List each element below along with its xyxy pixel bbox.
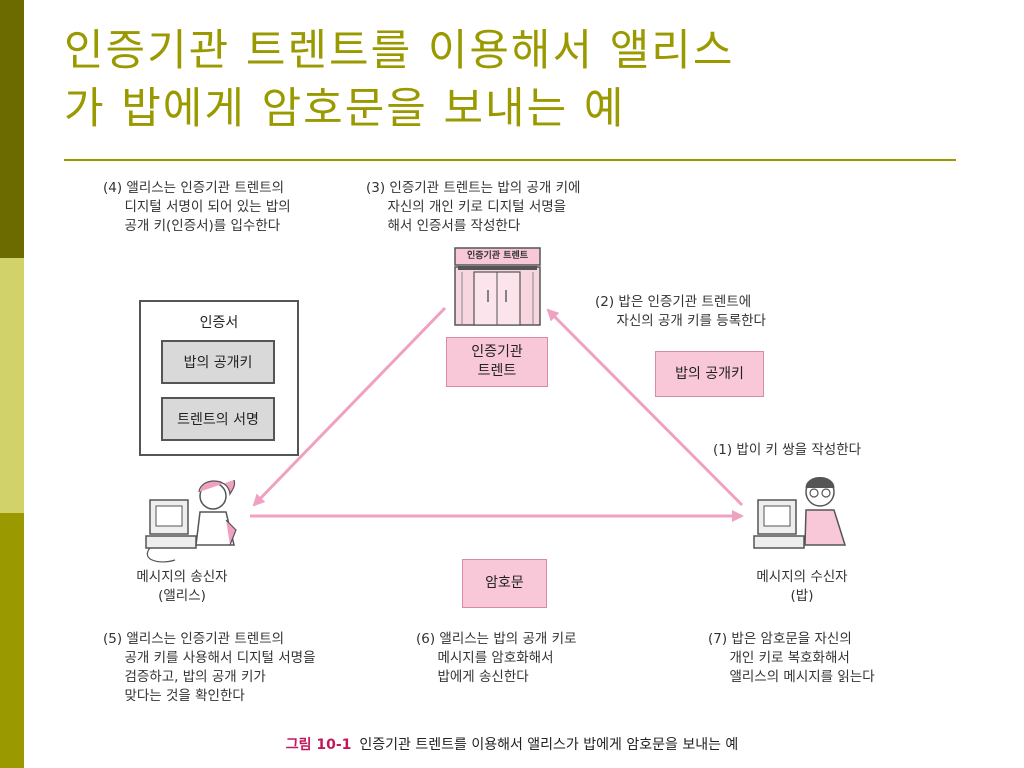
step-6-text: (6) 앨리스는 밥의 공개 키로 메시지를 암호화해서 밥에게 송신한다 xyxy=(416,631,577,685)
step-4-text: (4) 앨리스는 인증기관 트렌트의 디지털 서명이 되어 있는 밥의 공개 키… xyxy=(103,180,291,234)
step-5-text: (5) 앨리스는 인증기관 트렌트의 공개 키를 사용해서 디지털 서명을 검증… xyxy=(103,631,316,704)
receiver-label: 메시지의 수신자 (밥) xyxy=(756,569,848,604)
bob-icon xyxy=(753,477,847,549)
step-7-text: (7) 밥은 암호문을 자신의 개인 키로 복호화해서 앨리스의 메시지를 읽는… xyxy=(708,631,875,685)
sidebar-segment-middle xyxy=(0,258,24,513)
certificate-title: 인증서 xyxy=(199,315,239,331)
authority-building-icon xyxy=(454,247,541,326)
sender-label: 메시지의 송신자 (앨리스) xyxy=(136,569,228,604)
figure-caption: 그림 10-1 인증기관 트렌트를 이용해서 앨리스가 밥에게 암호문을 보내는 … xyxy=(0,734,1024,754)
slide-title-line1: 인증기관 트렌트를 이용해서 앨리스 xyxy=(64,26,735,76)
arrow-authority-to-alice xyxy=(252,306,447,507)
slide-title: 인증기관 트렌트를 이용해서 앨리스 가 밥에게 암호문을 보내는 예 xyxy=(64,22,984,138)
figure-number: 그림 10-1 xyxy=(285,737,352,753)
step-2-text: (2) 밥은 인증기관 트렌트에 자신의 공개 키를 등록한다 xyxy=(595,294,766,329)
authority-label-box: 인증기관 트렌트 xyxy=(446,337,548,387)
arrow-bob-to-authority xyxy=(546,308,744,507)
authority-sign-label: 인증기관 트렌트 xyxy=(466,251,529,261)
certificate-public-key: 밥의 공개키 xyxy=(161,340,275,384)
step-1-text: (1) 밥이 키 쌍을 작성한다 xyxy=(713,442,862,458)
sidebar-decoration xyxy=(0,0,24,768)
alice-icon xyxy=(145,479,237,563)
slide-title-line2: 가 밥에게 암호문을 보내는 예 xyxy=(64,84,626,134)
step-3-text: (3) 인증기관 트렌트는 밥의 공개 키에 자신의 개인 키로 디지털 서명을… xyxy=(366,180,581,234)
title-divider xyxy=(64,159,956,161)
ciphertext-box: 암호문 xyxy=(462,559,547,608)
bob-public-key-box: 밥의 공개키 xyxy=(655,351,764,397)
sidebar-segment-bottom xyxy=(0,513,24,768)
figure-caption-text: 인증기관 트렌트를 이용해서 앨리스가 밥에게 암호문을 보내는 예 xyxy=(359,737,739,753)
certificate-signature: 트렌트의 서명 xyxy=(161,397,275,441)
certificate-box: 인증서 밥의 공개키 트렌트의 서명 xyxy=(139,300,299,456)
sidebar-segment-top xyxy=(0,0,24,258)
